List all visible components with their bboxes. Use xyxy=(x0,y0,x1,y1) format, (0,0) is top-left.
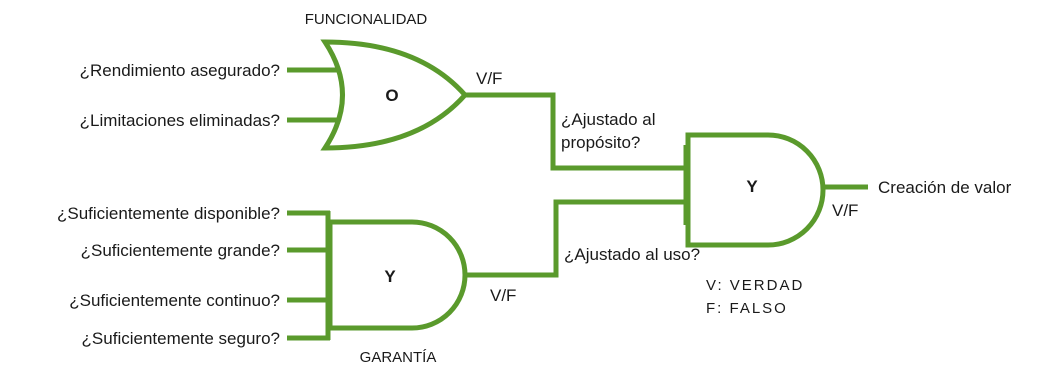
and-left-gate-shape xyxy=(327,219,468,331)
or-to-final-wire xyxy=(465,92,688,171)
and-left-input-label-4: ¿Suficientemente seguro? xyxy=(82,329,280,348)
and-left-input-label-1: ¿Suficientemente disponible? xyxy=(57,204,280,223)
final-input-label-top-1: ¿Ajustado al xyxy=(561,110,656,129)
final-input-label-top-2: propósito? xyxy=(561,133,640,152)
final-output-vf-label: V/F xyxy=(832,201,858,220)
and-left-gate-symbol: Y xyxy=(384,267,396,286)
final-input-label-bottom: ¿Ajustado al uso? xyxy=(564,245,700,264)
or-gate-shape xyxy=(320,39,469,151)
final-gate-symbol: Y xyxy=(746,177,758,196)
and-left-input-label-3: ¿Suficientemente continuo? xyxy=(69,291,280,310)
or-gate-symbol: O xyxy=(385,86,398,105)
legend-true: V: VERDAD xyxy=(706,277,804,294)
and-left-input-label-2: ¿Suficientemente grande? xyxy=(81,241,280,260)
and-gate-final-group: Y ¿Ajustado al propósito? ¿Ajustado al u… xyxy=(561,110,1012,264)
and-left-gate-title: GARANTÍA xyxy=(360,349,437,366)
final-output-label: Creación de valor xyxy=(878,178,1012,197)
and-left-to-final-wire xyxy=(465,199,688,278)
or-gate-group: O FUNCIONALIDAD ¿Rendimiento asegurado? … xyxy=(80,11,502,151)
final-gate-shape xyxy=(685,132,826,248)
or-gate-title: FUNCIONALIDAD xyxy=(305,11,428,28)
legend-false: F: FALSO xyxy=(706,300,788,317)
and-gate-left-group: Y GARANTÍA ¿Suficientemente disponible? … xyxy=(57,204,516,366)
and-left-output-label: V/F xyxy=(490,286,516,305)
or-input-label-1: ¿Rendimiento asegurado? xyxy=(80,61,280,80)
or-output-label: V/F xyxy=(476,69,502,88)
or-input-label-2: ¿Limitaciones eliminadas? xyxy=(80,111,280,130)
legend: V: VERDAD F: FALSO xyxy=(706,277,804,317)
